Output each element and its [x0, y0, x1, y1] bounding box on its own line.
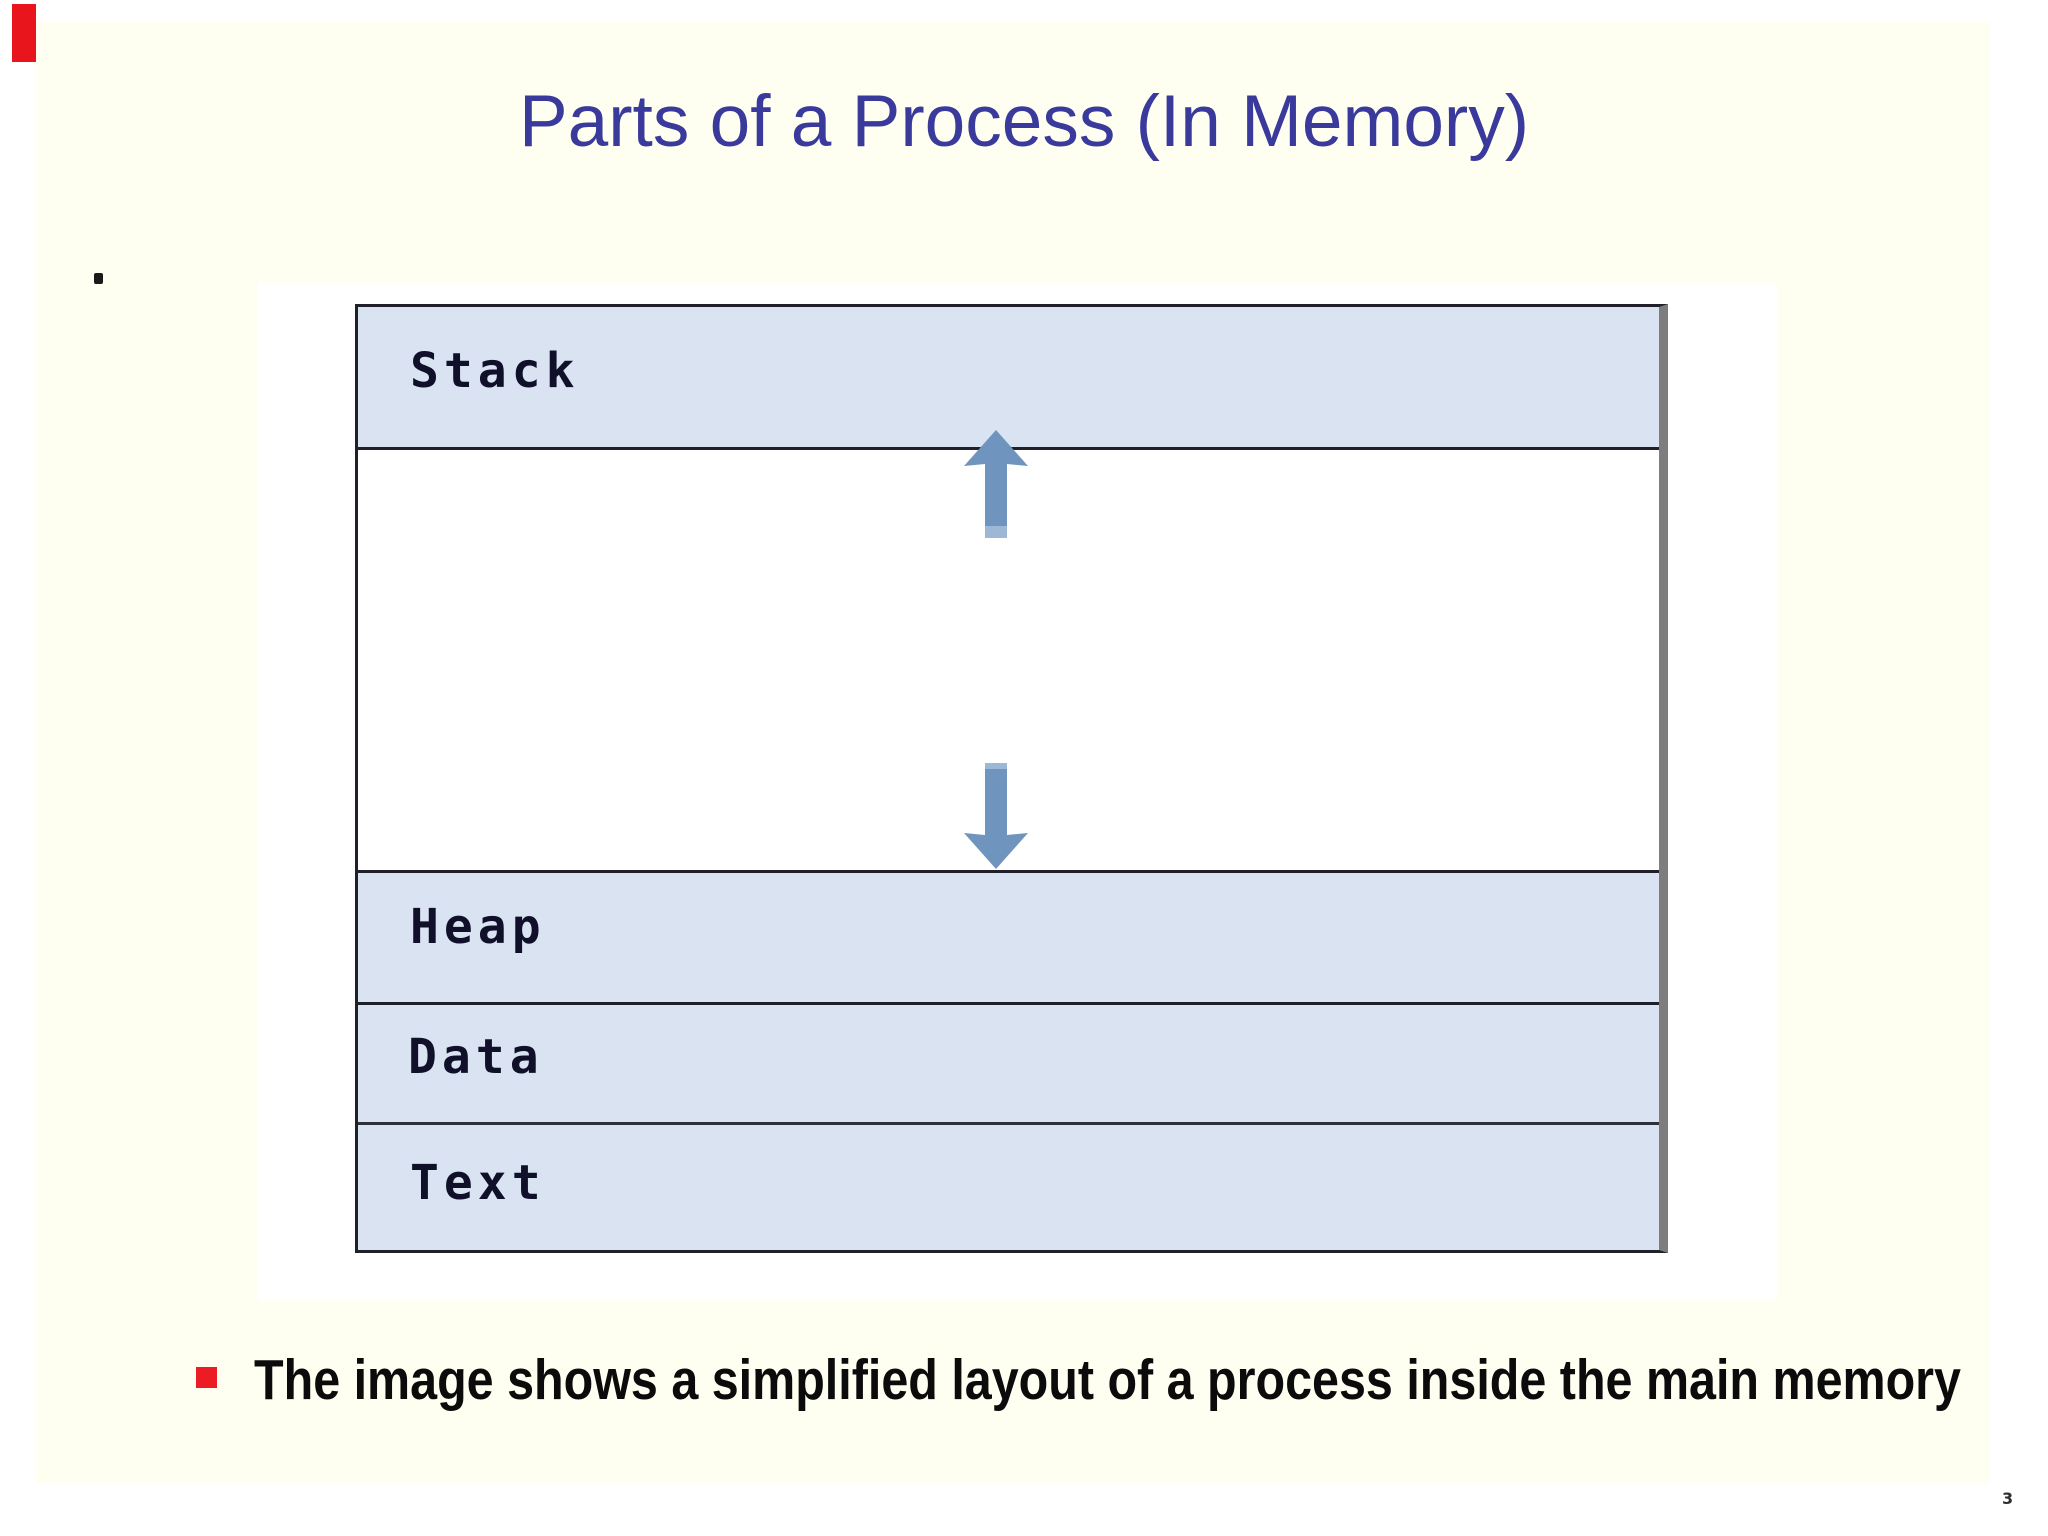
data-region-label: Data — [408, 1029, 544, 1085]
text-region-label: Text — [410, 1155, 546, 1211]
arrow-down-icon — [964, 763, 1028, 869]
stray-bullet-dot-icon — [94, 273, 103, 284]
arrow-up-icon — [964, 430, 1028, 538]
stack-region-label: Stack — [410, 343, 580, 399]
heap-region-label: Heap — [410, 899, 546, 955]
text-region: Text — [358, 1125, 1659, 1250]
memory-layout-diagram: Stack Heap Data Text — [355, 304, 1668, 1253]
caption-text: The image shows a simplified layout of a… — [254, 1348, 1961, 1412]
caption-bullet-icon — [196, 1367, 217, 1388]
data-region: Data — [358, 1005, 1659, 1125]
page-number: 3 — [2002, 1489, 2014, 1508]
stack-region: Stack — [358, 307, 1659, 450]
slide-title: Parts of a Process (In Memory) — [518, 81, 1530, 162]
heap-region: Heap — [358, 870, 1659, 1005]
red-corner-mark-icon — [12, 4, 36, 62]
